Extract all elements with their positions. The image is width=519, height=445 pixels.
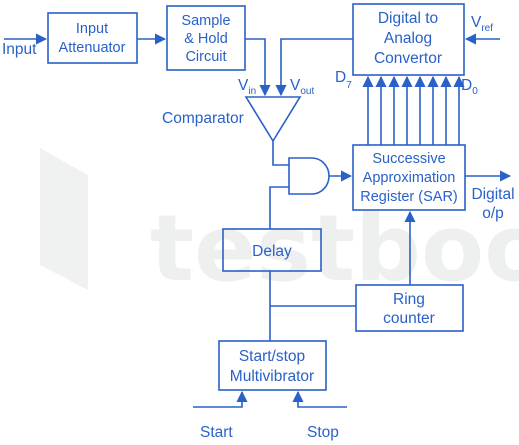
sample-to-comparator-arrow [245,38,271,97]
start-arrow [193,390,248,408]
vout-label: Vout [290,77,314,97]
input-label: Input [2,41,37,58]
multivibrator-label-2: Multivibrator [230,368,314,385]
comparator-symbol [244,96,302,143]
sar-label-1: Successive [372,151,445,167]
delay-block [222,228,322,272]
vref-label: Vref [471,14,493,34]
attenuator-label-2: Attenuator [59,40,126,56]
start-label: Start [200,424,233,441]
vin-label: Vin [238,77,256,97]
dac-label-2: Analog [384,30,432,47]
dac-to-comparator-arrow [275,38,353,97]
ring-label-2: counter [383,310,435,327]
comparator-to-and-wire [272,141,289,166]
sample-hold-label-2: & Hold [184,31,228,47]
sample-hold-label-3: Circuit [185,49,226,65]
sar-label-2: Approximation [363,170,456,186]
multivibrator-label-1: Start/stop [239,348,305,365]
comparator-label: Comparator [162,110,244,127]
sar-label-3: Register (SAR) [360,189,458,205]
sar-block [352,144,466,211]
dac-label-1: Digital to [378,10,438,27]
stop-label: Stop [307,424,339,441]
watermark-text: testbook [150,195,519,302]
d7-label: D7 [335,69,352,91]
attenuator-label-1: Input [76,21,108,37]
ring-label-1: Ring [393,291,425,308]
dac-label-3: Convertor [374,50,442,67]
and-gate-symbol [288,157,330,195]
multivibrator-block [218,340,327,391]
data-bus [362,75,465,145]
digital-output-label-2: o/p [482,205,504,222]
stop-arrow [292,390,347,408]
input-attenuator-block [47,12,138,64]
watermark: testbook [40,148,519,302]
d0-label: D0 [461,77,478,97]
delay-label: Delay [252,243,292,260]
delay-to-and-wire [269,186,289,229]
digital-output-label-1: Digital [471,186,514,203]
sample-hold-block [166,5,246,71]
watermark-logo-shape [40,148,88,290]
sample-hold-label-1: Sample [181,13,230,29]
